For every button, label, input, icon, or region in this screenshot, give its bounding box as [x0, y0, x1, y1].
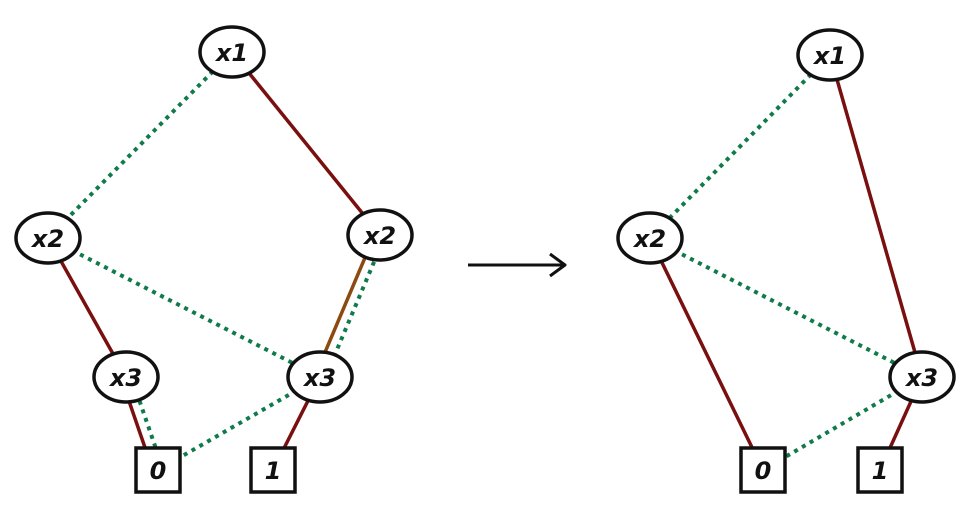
node-label: x3 — [109, 364, 142, 392]
terminal-node: 0 — [739, 446, 787, 494]
node-label: 1 — [872, 457, 889, 485]
variable-node: x1 — [796, 28, 864, 82]
low-edge — [46, 50, 234, 240]
node-label: x2 — [363, 222, 396, 250]
arrow — [468, 252, 567, 278]
terminal-node: 0 — [134, 446, 182, 494]
node-label: x1 — [215, 39, 248, 67]
variable-node: x2 — [14, 211, 82, 265]
terminal-node: 1 — [249, 446, 297, 494]
low-edge — [157, 375, 321, 472]
high-edge — [828, 54, 924, 378]
node-label: x2 — [31, 225, 64, 253]
variable-node: x2 — [346, 208, 414, 262]
low-edge — [47, 236, 321, 379]
low-edge — [648, 53, 832, 240]
node-label: x3 — [905, 364, 938, 392]
variable-node: x3 — [92, 350, 160, 404]
node-label: x1 — [813, 42, 846, 70]
node-label: x2 — [633, 225, 666, 253]
terminal-node: 1 — [856, 446, 904, 494]
node-label: x3 — [303, 364, 336, 392]
variable-node: x2 — [616, 211, 684, 265]
node-label: 0 — [150, 457, 167, 485]
high-edge — [230, 50, 382, 237]
variable-node: x3 — [888, 350, 956, 404]
node-label: 1 — [265, 457, 282, 485]
variable-node: x1 — [198, 25, 266, 79]
node-label: 0 — [755, 457, 772, 485]
variable-node: x3 — [286, 350, 354, 404]
low-edge — [649, 236, 923, 379]
high-edge — [648, 237, 765, 471]
